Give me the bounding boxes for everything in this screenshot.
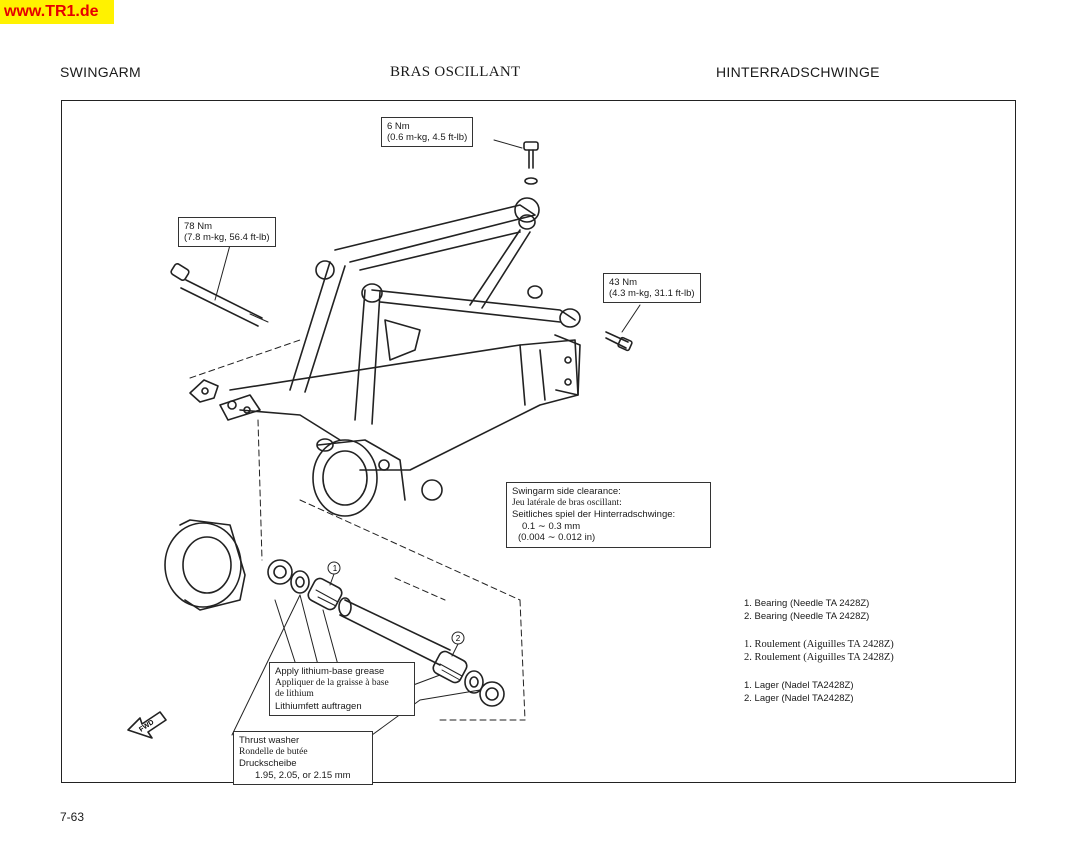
title-german: HINTERRADSCHWINGE	[716, 64, 880, 80]
washer-sizes: 1.95, 2.05, or 2.15 mm	[255, 769, 351, 781]
clearance-fr: Jeu latérale de bras oscillant:	[512, 497, 622, 508]
grease-fr-1: Appliquer de la graisse à base	[275, 677, 389, 688]
legend-fr-item-1: 1. Roulement (Aiguilles TA 2428Z)	[744, 639, 894, 650]
pivot-bolt-icon	[170, 263, 269, 327]
leader-left-torque	[214, 244, 231, 301]
torque-label-right: 43 Nm (4.3 m-kg, 31.1 ft-lb)	[603, 273, 701, 303]
swingarm-frame-drawing	[219, 197, 581, 517]
clearance-in: (0.004 ∼ 0.012 in)	[518, 532, 596, 543]
grease-note: Apply lithium-base grease Appliquer de l…	[269, 662, 415, 716]
legend-de-item-1: 1. Lager (Nadel TA2428Z)	[744, 680, 854, 691]
shock-bolt-icon	[605, 331, 633, 352]
inner-sleeve-drawing	[339, 599, 451, 666]
torque-right-value: 43 Nm	[609, 277, 637, 288]
torque-label-left: 78 Nm (7.8 m-kg, 56.4 ft-lb)	[178, 217, 276, 247]
title-french: BRAS OSCILLANT	[390, 64, 521, 80]
legend-french: 1. Roulement (Aiguilles TA 2428Z) 2. Rou…	[744, 638, 894, 664]
legend-en-item-1: 1. Bearing (Needle TA 2428Z)	[744, 598, 870, 609]
legend-english: 1. Bearing (Needle TA 2428Z) 2. Bearing …	[744, 597, 869, 623]
right-bearing-set	[432, 650, 505, 707]
title-english: SWINGARM	[60, 64, 141, 80]
page-number: 7-63	[60, 810, 85, 824]
leader-right-torque	[621, 304, 641, 333]
clearance-de: Seitliches spiel der Hinterradschwinge:	[512, 509, 676, 520]
torque-left-units: (7.8 m-kg, 56.4 ft-lb)	[184, 232, 270, 243]
torque-label-top: 6 Nm (0.6 m-kg, 4.5 ft-lb)	[381, 117, 474, 147]
pivot-nut-icon	[189, 379, 219, 403]
fwd-arrow-icon	[127, 711, 167, 739]
bushing-icon	[421, 479, 443, 501]
legend-de-item-2: 2. Lager (Nadel TA2428Z)	[744, 693, 854, 704]
legend-fr-item-2: 2. Roulement (Aiguilles TA 2428Z)	[744, 652, 894, 663]
washer-de: Druckscheibe	[239, 758, 297, 769]
callout-2-text: 2	[456, 634, 461, 643]
washer-en: Thrust washer	[239, 735, 300, 746]
callout-1-text: 1	[333, 564, 338, 573]
legend-en-item-2: 2. Bearing (Needle TA 2428Z)	[744, 611, 870, 622]
torque-right-units: (4.3 m-kg, 31.1 ft-lb)	[609, 288, 695, 299]
clearance-mm: 0.1 ∼ 0.3 mm	[522, 520, 581, 532]
torque-top-value: 6 Nm	[387, 121, 410, 132]
grease-de: Lithiumfett auftragen	[275, 700, 362, 712]
torque-left-value: 78 Nm	[184, 221, 212, 232]
leader-top-torque	[493, 139, 523, 149]
torque-top-units: (0.6 m-kg, 4.5 ft-lb)	[387, 132, 468, 143]
collar-icon	[527, 285, 543, 299]
washer-fr: Rondelle de butée	[239, 746, 308, 757]
dust-seal-cap-icon	[164, 519, 246, 611]
watermark-badge: www.TR1.de	[0, 0, 114, 24]
grease-fr-2: de lithium	[275, 689, 314, 699]
grease-en: Apply lithium-base grease	[275, 666, 385, 677]
side-clearance-note: Swingarm side clearance: Jeu latérale de…	[506, 482, 711, 548]
thrust-washer-note: Thrust washer Rondelle de butée Drucksch…	[233, 731, 373, 785]
diagram-frame	[61, 100, 1016, 783]
clearance-en: Swingarm side clearance:	[512, 486, 621, 497]
legend-german: 1. Lager (Nadel TA2428Z) 2. Lager (Nadel…	[744, 679, 854, 705]
top-bolt-icon	[523, 141, 539, 185]
